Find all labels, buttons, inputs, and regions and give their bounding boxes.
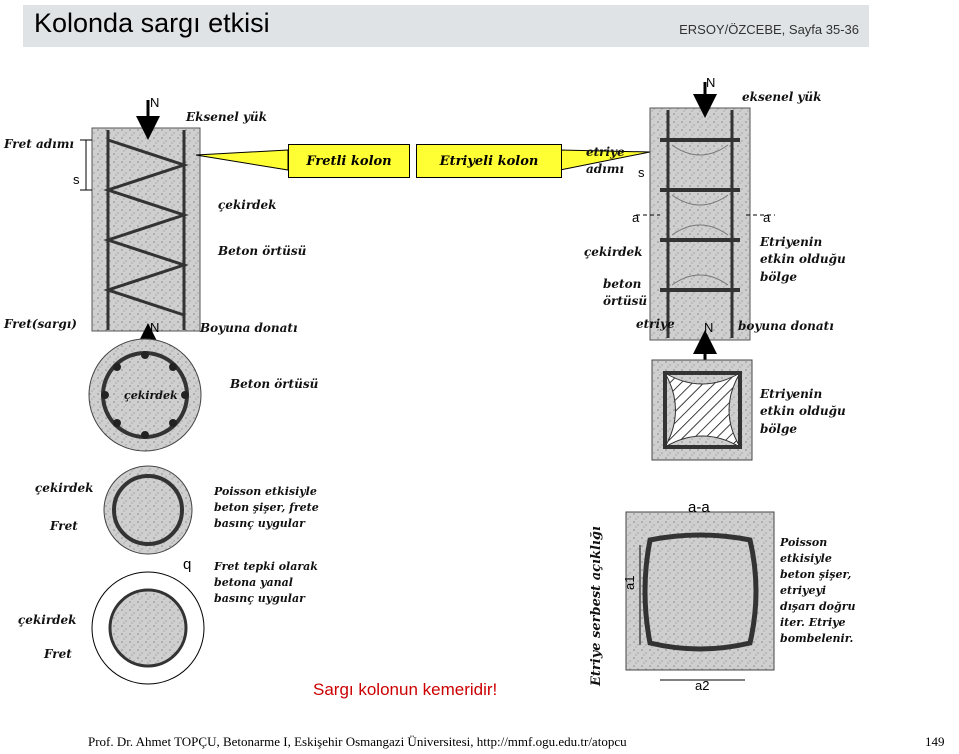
page-number: 149 bbox=[925, 734, 945, 749]
section-effective-zone-label: Etriyenin etkin olduğu bölge bbox=[760, 387, 846, 436]
tie-pitch-symbol: s bbox=[638, 165, 645, 180]
dimension-a1: a1 bbox=[622, 575, 637, 590]
section-core-label: çekirdek bbox=[124, 389, 178, 402]
lateral-pressure-note: Fret tepki olarak betona yanal basınç uy… bbox=[214, 560, 318, 605]
axial-load-label: Eksenel yük bbox=[186, 110, 267, 124]
load-symbol: N bbox=[150, 95, 160, 110]
section-mark-left: a bbox=[632, 210, 640, 225]
source-reference: ERSOY/ÖZCEBE, Sayfa 35-36 bbox=[679, 22, 859, 37]
section-aa-title: a-a bbox=[688, 499, 710, 516]
spiral-pitch-label: Fret adımı bbox=[4, 137, 74, 151]
core-label-right: çekirdek bbox=[584, 245, 643, 259]
core-label: çekirdek bbox=[218, 198, 277, 212]
tie-label: etriye bbox=[636, 317, 675, 331]
tie-bulging-note: Poisson etkisiyle beton şişer, etriyeyi … bbox=[780, 536, 856, 645]
tie-clear-span-label: Etriye serbest açıklığı bbox=[589, 526, 604, 686]
footer-credit: Prof. Dr. Ahmet TOPÇU, Betonarme I, Eski… bbox=[88, 734, 627, 749]
title-bar bbox=[23, 5, 869, 47]
axial-load-label-right: eksenel yük bbox=[742, 90, 822, 104]
page-title: Kolonda sargı etkisi bbox=[34, 8, 270, 38]
cover-label-right: beton örtüsü bbox=[603, 277, 648, 309]
section-cover-label: Beton örtüsü bbox=[230, 377, 319, 391]
slogan: Sargı kolonun kemeridir! bbox=[313, 680, 498, 699]
tied-column-callout: Etriyeli kolon bbox=[416, 144, 562, 178]
bottom-load-symbol: N bbox=[150, 320, 160, 335]
effective-zone-label: Etriyenin etkin olduğu bölge bbox=[760, 235, 846, 284]
section-mark-right: a bbox=[763, 210, 771, 225]
tie-bulging-section bbox=[625, 511, 775, 681]
behavior-spiral-label-1: Fret bbox=[50, 519, 78, 533]
tie-pitch-label: etriye adımı bbox=[586, 145, 625, 177]
tied-column-section bbox=[651, 359, 753, 461]
longitudinal-bar-label: Boyuna donatı bbox=[200, 321, 298, 335]
bottom-load-symbol-right: N bbox=[704, 320, 714, 335]
dimension-a2: a2 bbox=[695, 678, 710, 693]
behavior-spiral-label-2: Fret bbox=[44, 647, 72, 661]
callout-pointer-left bbox=[195, 149, 289, 171]
spiral-column-callout: Fretli kolon bbox=[288, 144, 410, 178]
tied-column-elevation bbox=[636, 82, 775, 362]
longitudinal-bar-label-right: boyuna donatı bbox=[738, 319, 834, 333]
pressure-symbol: q bbox=[183, 556, 192, 573]
spiral-expansion-diagram bbox=[91, 465, 205, 685]
spiral-column-section bbox=[88, 338, 202, 452]
spiral-label: Fret(sargı) bbox=[4, 317, 77, 331]
cover-label: Beton örtüsü bbox=[218, 244, 307, 258]
behavior-core-label-2: çekirdek bbox=[18, 613, 77, 627]
behavior-core-label-1: çekirdek bbox=[35, 481, 94, 495]
pitch-symbol: s bbox=[73, 172, 80, 187]
spiral-column-elevation bbox=[80, 100, 201, 360]
poisson-expansion-note: Poisson etkisiyle beton şişer, frete bas… bbox=[214, 485, 319, 530]
load-symbol-right: N bbox=[706, 75, 716, 90]
